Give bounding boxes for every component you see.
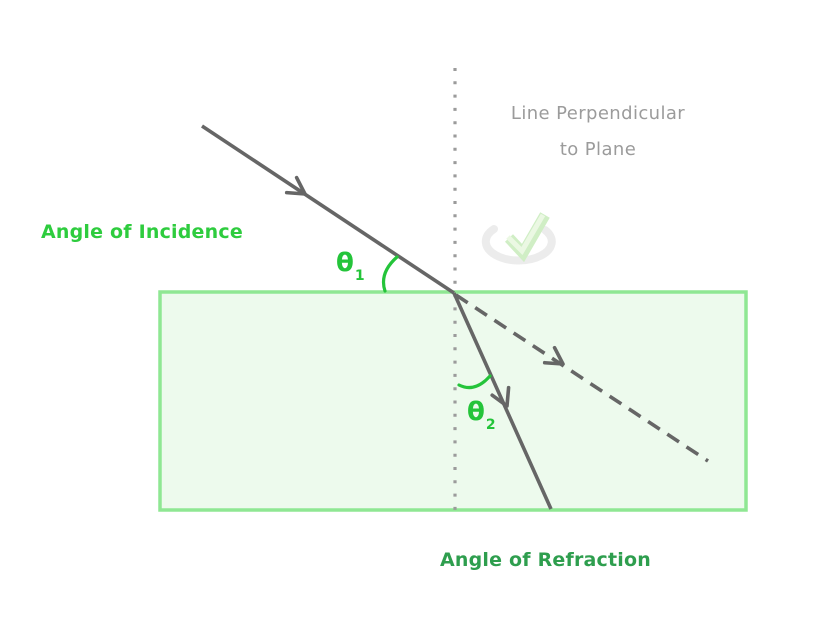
incident-arrowhead-icon xyxy=(284,175,307,196)
watermark-check-highlight xyxy=(506,213,546,256)
incident-ray xyxy=(201,124,455,295)
theta2-symbol: θ xyxy=(467,397,485,427)
glass-block xyxy=(158,290,748,512)
theta2-subscript: 2 xyxy=(485,417,496,433)
angle-of-refraction-label: Angle of Refraction xyxy=(440,549,651,571)
undeviated-ray-dashed xyxy=(455,293,709,463)
refracted-arrowhead-icon xyxy=(490,385,511,408)
theta2-arc xyxy=(457,374,492,390)
angle-of-incidence-label: Angle of Incidence xyxy=(41,221,243,243)
theta1-arc xyxy=(381,255,399,293)
watermark-swoosh xyxy=(481,225,556,265)
undeviated-arrowhead-icon xyxy=(542,345,565,366)
checkmark-watermark-icon xyxy=(481,212,556,265)
theta2-label: θ2 xyxy=(467,399,496,432)
theta1-symbol: θ xyxy=(336,248,354,278)
perpendicular-line-label-line1: Line Perpendicular xyxy=(510,103,686,124)
theta1-label: θ1 xyxy=(336,250,365,283)
perpendicular-line-label: Line Perpendicular to Plane xyxy=(486,96,710,168)
theta1-subscript: 1 xyxy=(354,268,365,284)
perpendicular-line-label-line2: to Plane xyxy=(559,139,637,160)
